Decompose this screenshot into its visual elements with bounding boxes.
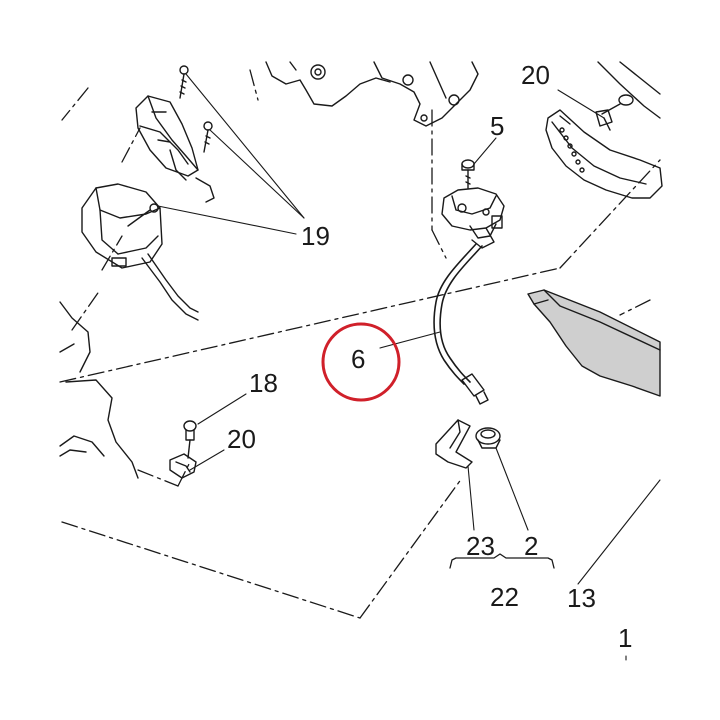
clamp-bracket bbox=[135, 95, 215, 203]
callout-22: 22 bbox=[490, 582, 519, 612]
assembly-boundary-lines bbox=[59, 69, 661, 619]
callout-20-top: 20 bbox=[521, 60, 550, 90]
leader-lines bbox=[157, 73, 661, 661]
heel-guard bbox=[527, 289, 661, 397]
callout-2: 2 bbox=[524, 531, 539, 561]
callout-5: 5 bbox=[490, 111, 505, 141]
switch-housing bbox=[81, 183, 199, 321]
callout-23: 23 bbox=[466, 531, 495, 561]
screw-18-clip-20 bbox=[169, 420, 197, 479]
left-frame-part bbox=[59, 301, 139, 479]
foot-peg bbox=[545, 61, 663, 199]
screws-19 bbox=[127, 65, 213, 227]
callout-1: 1 bbox=[618, 623, 633, 653]
clip-23-grommet-2 bbox=[435, 419, 501, 469]
highlight-circle bbox=[321, 322, 401, 402]
callout-6-highlighted: 6 bbox=[351, 344, 366, 374]
callout-20-bottom: 20 bbox=[227, 424, 256, 454]
callout-19: 19 bbox=[301, 221, 330, 251]
cable-mount-bracket bbox=[441, 187, 505, 249]
group-bracket-22 bbox=[449, 553, 555, 569]
callout-13: 13 bbox=[567, 583, 596, 613]
cable-item-6 bbox=[433, 243, 489, 405]
screw-20-top bbox=[595, 94, 634, 131]
callout-18: 18 bbox=[249, 368, 278, 398]
screw-5 bbox=[461, 159, 475, 189]
top-center-part bbox=[265, 61, 479, 127]
